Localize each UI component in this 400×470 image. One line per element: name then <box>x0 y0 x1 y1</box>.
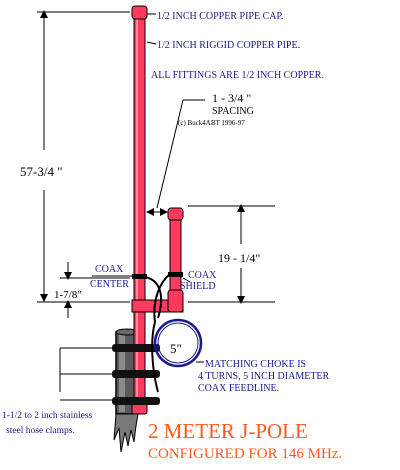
coax-shield-label-1: COAX <box>188 270 217 281</box>
cap-label: 1/2 INCH COPPER PIPE CAP. <box>157 11 283 22</box>
title-line-2: CONFIGURED FOR 146 MHz. <box>148 446 342 462</box>
title-line-1: 2 METER J-POLE <box>148 419 308 443</box>
stub-cap <box>167 207 184 221</box>
dimension-lines <box>37 10 275 401</box>
coax-feedline <box>144 273 171 393</box>
spacing-word: SPACING <box>212 106 254 117</box>
matching-choke <box>153 318 203 368</box>
clamps-label-2: steel hose clamps. <box>6 426 75 436</box>
pipe-cap <box>131 5 148 20</box>
choke-label-2: 4 TURNS, 5 INCH DIAMETER <box>198 371 330 382</box>
hose-clamps <box>112 344 160 405</box>
coax-shield-label-2: SHIELD <box>180 281 216 292</box>
choke-label-3: COAX FEEDLINE. <box>198 383 279 394</box>
coax-center-label-2: CENTER <box>90 279 129 290</box>
choke-diameter-label: 5" <box>170 341 182 356</box>
spacing-value: 1 - 3/4 " <box>212 91 251 105</box>
overall-length-label: 57-3/4 " <box>20 164 63 179</box>
coax-center-label-1: COAX <box>95 264 124 275</box>
copyright-label: (c) Buck4ABT 1996-97 <box>178 119 245 127</box>
clamps-label-1: 1-1/2 to 2 inch stainless <box>2 411 93 421</box>
fittings-label: ALL FITTINGS ARE 1/2 INCH COPPER. <box>151 70 324 81</box>
stub-length-label: 19 - 1/4" <box>218 251 260 265</box>
pipe-label: 1/2 INCH RIGGID COPPER PIPE. <box>157 40 300 51</box>
feed-point-label: 1-7/8" <box>54 289 82 301</box>
choke-label-1: MATCHING CHOKE IS <box>205 359 306 370</box>
